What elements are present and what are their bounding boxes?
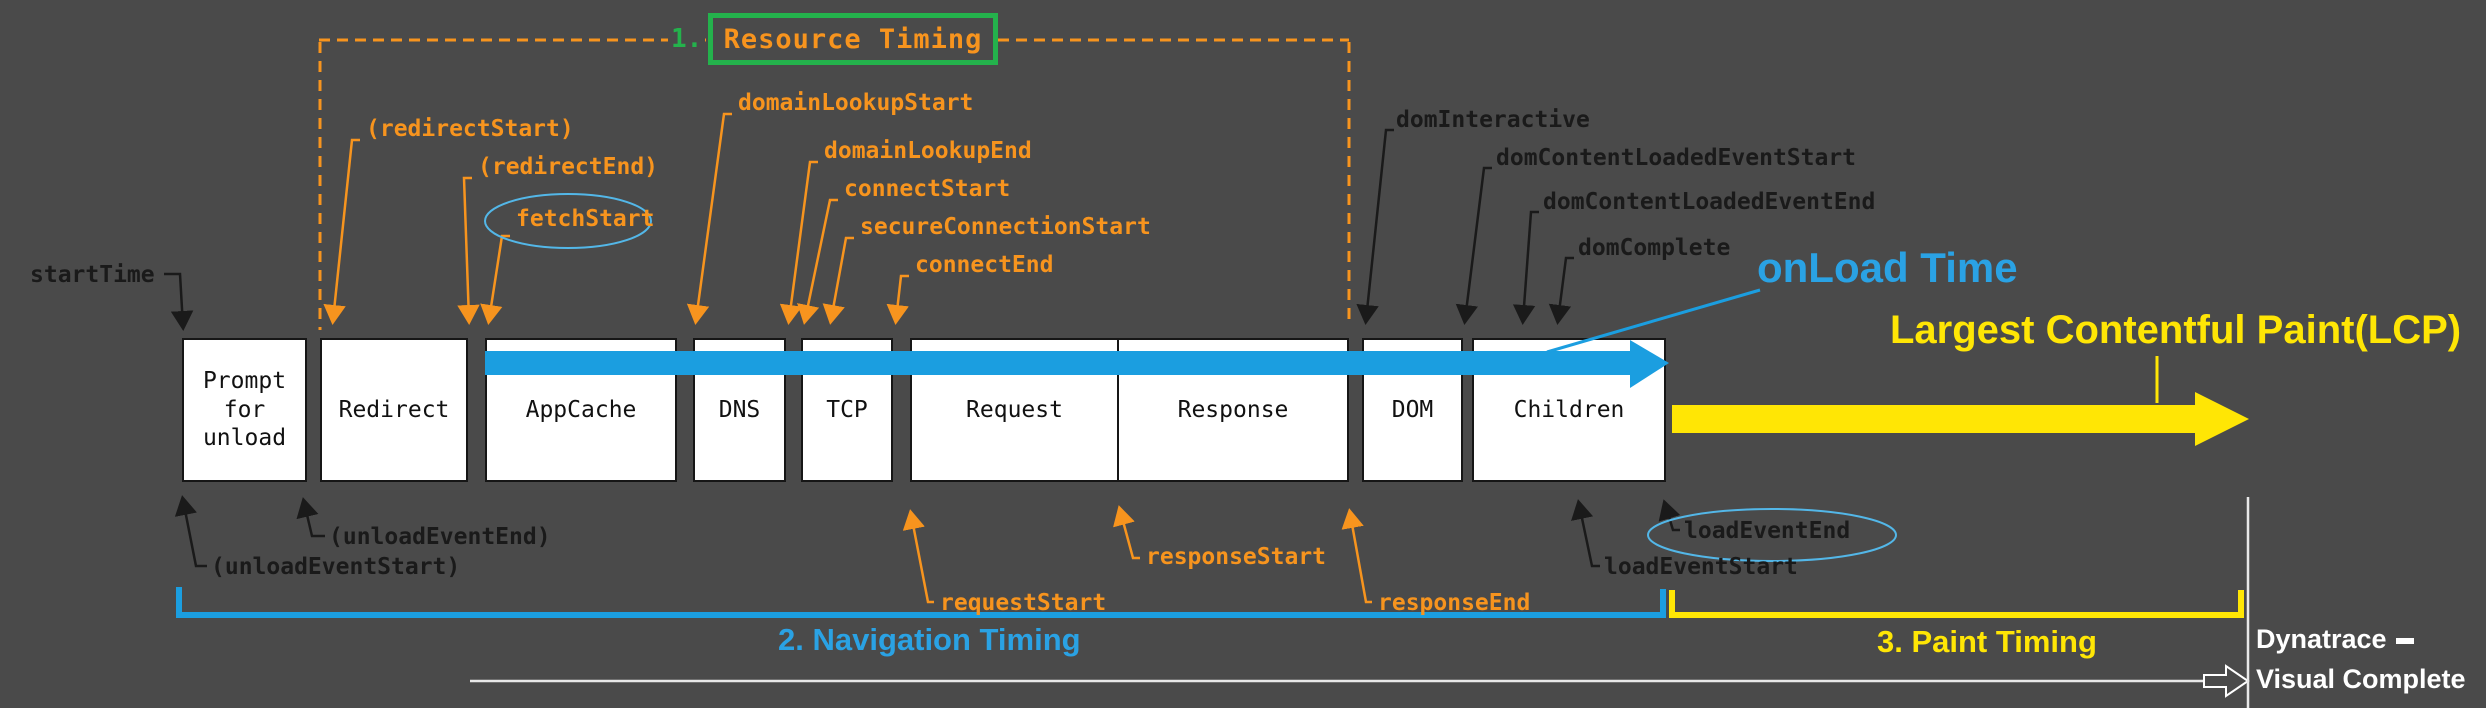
response-end-arrow — [1341, 508, 1372, 604]
unload-event-start-arrow — [174, 495, 207, 568]
unload-event-end-arrow — [296, 497, 325, 538]
domain-lookup-end-arrow — [779, 160, 818, 325]
label-domain-lookup-end: domainLookupEnd — [824, 138, 1032, 164]
secure-connection-start-arrow — [822, 236, 854, 325]
dom-interactive-arrow — [1356, 128, 1394, 325]
phase-label: DNS — [718, 396, 761, 423]
lcp-arrow-body — [1672, 405, 2195, 433]
label-response-start: responseStart — [1146, 544, 1327, 570]
load-event-end-arrow — [1658, 499, 1681, 532]
paint-timing-bracket — [1669, 590, 2244, 618]
redirect-end-arrow — [457, 176, 480, 325]
label-connect-start: connectStart — [844, 176, 1011, 202]
phase-box-children: Children — [1472, 338, 1666, 482]
label-request-start: requestStart — [940, 590, 1107, 616]
dynatrace-dash-icon — [2396, 638, 2414, 644]
label-domain-lookup-start: domainLookupStart — [738, 90, 974, 116]
label-response-end: responseEnd — [1378, 590, 1531, 616]
label-fetch-start: fetchStart — [516, 206, 655, 232]
phase-label: Prompt for unload — [202, 367, 287, 452]
visual-complete-label: Visual Complete — [2256, 664, 2466, 694]
fetch-start-arrow — [480, 234, 510, 325]
label-load-event-start: loadEventStart — [1604, 554, 1798, 580]
visual-complete-arrow-icon — [2203, 664, 2250, 698]
navigation-timing-title: 2. Navigation Timing — [778, 622, 1081, 657]
label-redirect-end: (redirectEnd) — [478, 154, 659, 180]
label-redirect-start: (redirectStart) — [366, 116, 574, 142]
dom-content-loaded-event-start-arrow — [1455, 166, 1492, 325]
load-event-start-arrow — [1571, 499, 1600, 568]
label-unload-event-start: (unloadEventStart) — [211, 554, 461, 580]
phase-box-redirect: Redirect — [320, 338, 468, 482]
response-start-arrow — [1113, 505, 1140, 560]
phase-label: Response — [1177, 396, 1289, 423]
label-dom-interactive: domInteractive — [1396, 107, 1590, 133]
phase-box-response: Response — [1117, 338, 1349, 482]
resource-timing-number: 1. — [668, 26, 706, 52]
domain-lookup-start-arrow — [686, 112, 732, 325]
label-start-time: startTime — [30, 262, 155, 288]
phase-box-prompt-for-unload: Prompt for unload — [182, 338, 307, 482]
request-start-arrow — [902, 509, 934, 604]
dom-complete-arrow — [1548, 256, 1574, 325]
phase-box-tcp: TCP — [801, 338, 893, 482]
dynatrace-brand-label: Dynatrace — [2256, 624, 2387, 654]
phase-box-request: Request — [910, 338, 1119, 482]
label-load-event-end: loadEventEnd — [1684, 518, 1851, 544]
resource-timing-label: Resource Timing — [723, 23, 983, 55]
resource-timing-banner: Resource Timing — [708, 13, 998, 65]
start-time-arrow — [164, 272, 194, 331]
label-secure-connection-start: secureConnectionStart — [860, 214, 1151, 240]
phase-label: Children — [1513, 396, 1625, 423]
phase-label: Request — [966, 396, 1063, 423]
phase-box-dom: DOM — [1362, 338, 1463, 482]
phase-label: DOM — [1391, 396, 1434, 423]
label-connect-end: connectEnd — [915, 252, 1054, 278]
phase-label: Redirect — [338, 396, 450, 423]
label-dom-content-loaded-event-start: domContentLoadedEventStart — [1496, 145, 1857, 171]
lcp-title: Largest Contentful Paint(LCP) — [1890, 308, 2462, 352]
dom-content-loaded-event-end-arrow — [1512, 210, 1539, 325]
lcp-arrow-head — [2195, 392, 2249, 446]
connect-start-arrow — [797, 198, 838, 325]
label-dom-content-loaded-event-end: domContentLoadedEventEnd — [1543, 189, 1876, 215]
connect-end-arrow — [886, 274, 909, 325]
phase-label: AppCache — [525, 396, 637, 423]
onload-time-title: onLoad Time — [1757, 244, 2018, 291]
phase-box-dns: DNS — [693, 338, 786, 482]
phase-box-appcache: AppCache — [485, 338, 677, 482]
phase-label: TCP — [826, 396, 868, 423]
redirect-start-arrow — [323, 138, 360, 325]
label-unload-event-end: (unloadEventEnd) — [329, 524, 551, 550]
label-dom-complete: domComplete — [1578, 235, 1731, 261]
paint-timing-title: 3. Paint Timing — [1877, 624, 2097, 659]
